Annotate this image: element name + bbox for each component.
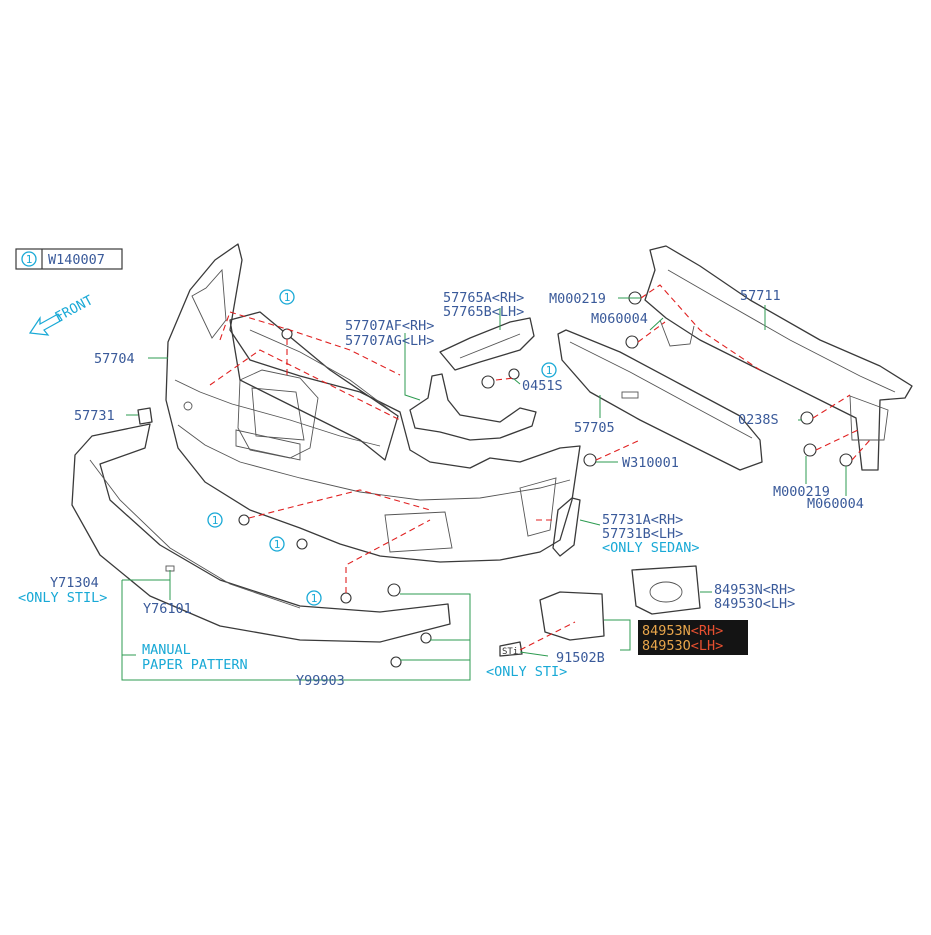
leader-lines bbox=[121, 297, 847, 681]
label-57704: 57704 bbox=[94, 351, 135, 367]
fastener-clip-a bbox=[238, 514, 250, 526]
callout-0451s: 1 bbox=[541, 362, 557, 378]
lip-spoiler bbox=[71, 423, 451, 643]
label-y76101: Y76101 bbox=[143, 601, 192, 617]
label-y71304: Y71304 bbox=[50, 575, 99, 591]
legend-code: W140007 bbox=[48, 252, 105, 268]
label-m000219-a: M000219 bbox=[549, 291, 606, 307]
callout-top: 1 bbox=[279, 289, 295, 305]
fastener-clip-b bbox=[296, 538, 308, 550]
callout-c: 1 bbox=[306, 590, 322, 606]
fastener-w310001 bbox=[583, 453, 597, 467]
label-57765b: 57765B<LH> bbox=[443, 304, 524, 320]
svg-text:1: 1 bbox=[274, 538, 281, 551]
label-0238s: 0238S bbox=[738, 412, 779, 428]
note-only-stil: <ONLY STIL> bbox=[18, 590, 107, 606]
fastener-clip-c bbox=[340, 592, 352, 604]
fastener-screw bbox=[481, 375, 495, 389]
svg-text:1: 1 bbox=[212, 514, 219, 527]
fastener-y99903-c bbox=[390, 656, 402, 668]
reinforcement bbox=[644, 245, 913, 471]
label-m000219-b: M000219 bbox=[773, 484, 830, 500]
label-57731: 57731 bbox=[74, 408, 115, 424]
note-paper-pattern: PAPER PATTERN bbox=[142, 657, 248, 673]
fastener-m060004-b bbox=[839, 453, 853, 467]
callout-a: 1 bbox=[207, 512, 223, 528]
legend-symbol: 1 bbox=[26, 253, 33, 266]
callout-b: 1 bbox=[269, 536, 285, 552]
bumper-cover bbox=[165, 243, 581, 563]
side-bracket bbox=[409, 373, 537, 441]
note-only-sedan: <ONLY SEDAN> bbox=[602, 540, 700, 556]
absorber bbox=[557, 329, 763, 471]
assembly-lines bbox=[209, 284, 871, 651]
label-84953n: 84953N<RH> bbox=[714, 582, 795, 598]
label-91502b: 91502B bbox=[556, 650, 605, 666]
label-57731b: 57731B<LH> bbox=[602, 526, 683, 542]
grille-support bbox=[229, 311, 399, 461]
side-cover bbox=[552, 497, 581, 557]
fog-cover-lower bbox=[539, 591, 605, 641]
fastener-0451s bbox=[508, 368, 520, 380]
fastener-m060004-a bbox=[625, 335, 639, 349]
label-57707af: 57707AF<RH> bbox=[345, 318, 434, 334]
upper-bracket bbox=[439, 317, 535, 371]
sti-badge-text: STi bbox=[502, 647, 518, 657]
front-label: FRONT bbox=[52, 292, 95, 325]
fastener-0238s bbox=[800, 411, 814, 425]
label-0451s: 0451S bbox=[522, 378, 563, 394]
label-w310001: W310001 bbox=[622, 455, 679, 471]
label-57707ag: 57707AG<LH> bbox=[345, 333, 434, 349]
label-57711: 57711 bbox=[740, 288, 781, 304]
highlight-line-1: 84953N<RH> bbox=[642, 623, 723, 639]
label-57705: 57705 bbox=[574, 420, 615, 436]
label-m060004-a: M060004 bbox=[591, 311, 648, 327]
clip-57731 bbox=[137, 407, 153, 425]
note-manual: MANUAL bbox=[142, 642, 191, 658]
fog-cover-upper bbox=[631, 565, 701, 615]
label-57765a: 57765A<RH> bbox=[443, 290, 524, 306]
fastener-y99903-a bbox=[387, 583, 401, 597]
label-57731a: 57731A<RH> bbox=[602, 512, 683, 528]
sti-badge: STi bbox=[499, 641, 523, 657]
highlight-84953: 84953N<RH> 84953O<LH> bbox=[638, 620, 748, 655]
label-84953o: 84953O<LH> bbox=[714, 596, 795, 612]
highlight-line-2: 84953O<LH> bbox=[642, 638, 723, 654]
svg-text:1: 1 bbox=[546, 364, 553, 377]
legend: 1 W140007 bbox=[15, 248, 123, 270]
fastener-y99903-b bbox=[420, 632, 432, 644]
svg-text:1: 1 bbox=[284, 291, 291, 304]
fastener-m000219-b bbox=[803, 443, 817, 457]
label-m060004-b: M060004 bbox=[807, 496, 864, 512]
svg-text:1: 1 bbox=[311, 592, 318, 605]
label-y99903: Y99903 bbox=[296, 673, 345, 689]
front-arrow-icon: FRONT bbox=[28, 292, 96, 336]
note-only-sti: <ONLY STI> bbox=[486, 664, 567, 680]
